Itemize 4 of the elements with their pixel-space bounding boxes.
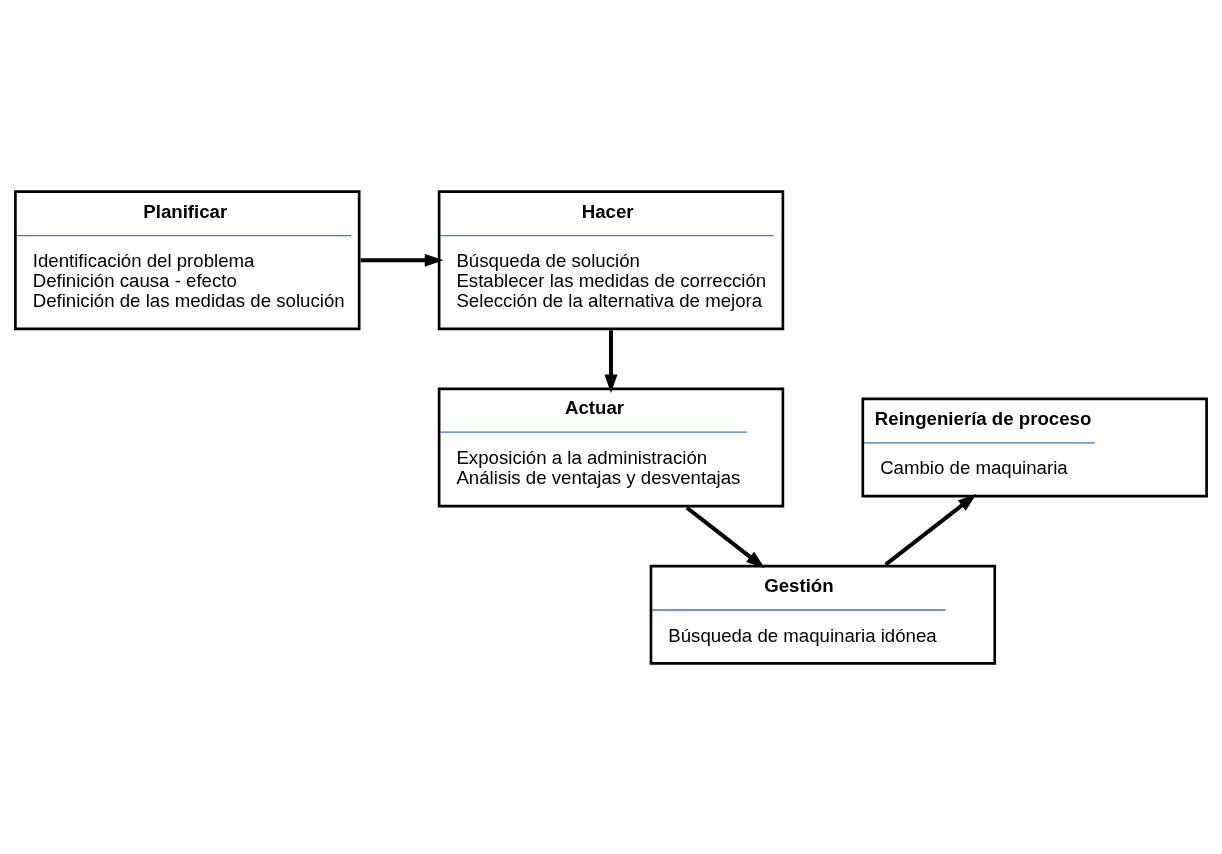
- arrow: [685, 505, 765, 568]
- arrow: [884, 493, 977, 566]
- arrow: [604, 329, 618, 393]
- arrow: [360, 253, 444, 267]
